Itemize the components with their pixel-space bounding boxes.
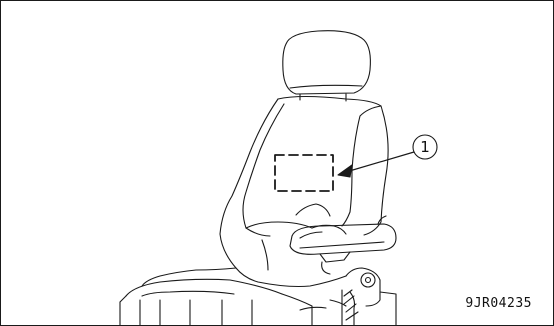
leader-line — [345, 151, 415, 173]
backrest — [277, 95, 389, 236]
seat-cushion — [125, 278, 283, 297]
callout-number: 1 — [420, 138, 430, 156]
headrest — [282, 30, 371, 95]
armrest — [289, 223, 397, 255]
figure-code: 9JR04235 — [465, 296, 532, 311]
dashed-location-box — [274, 154, 334, 192]
callout-circle — [412, 134, 438, 160]
arrowhead — [337, 164, 353, 178]
